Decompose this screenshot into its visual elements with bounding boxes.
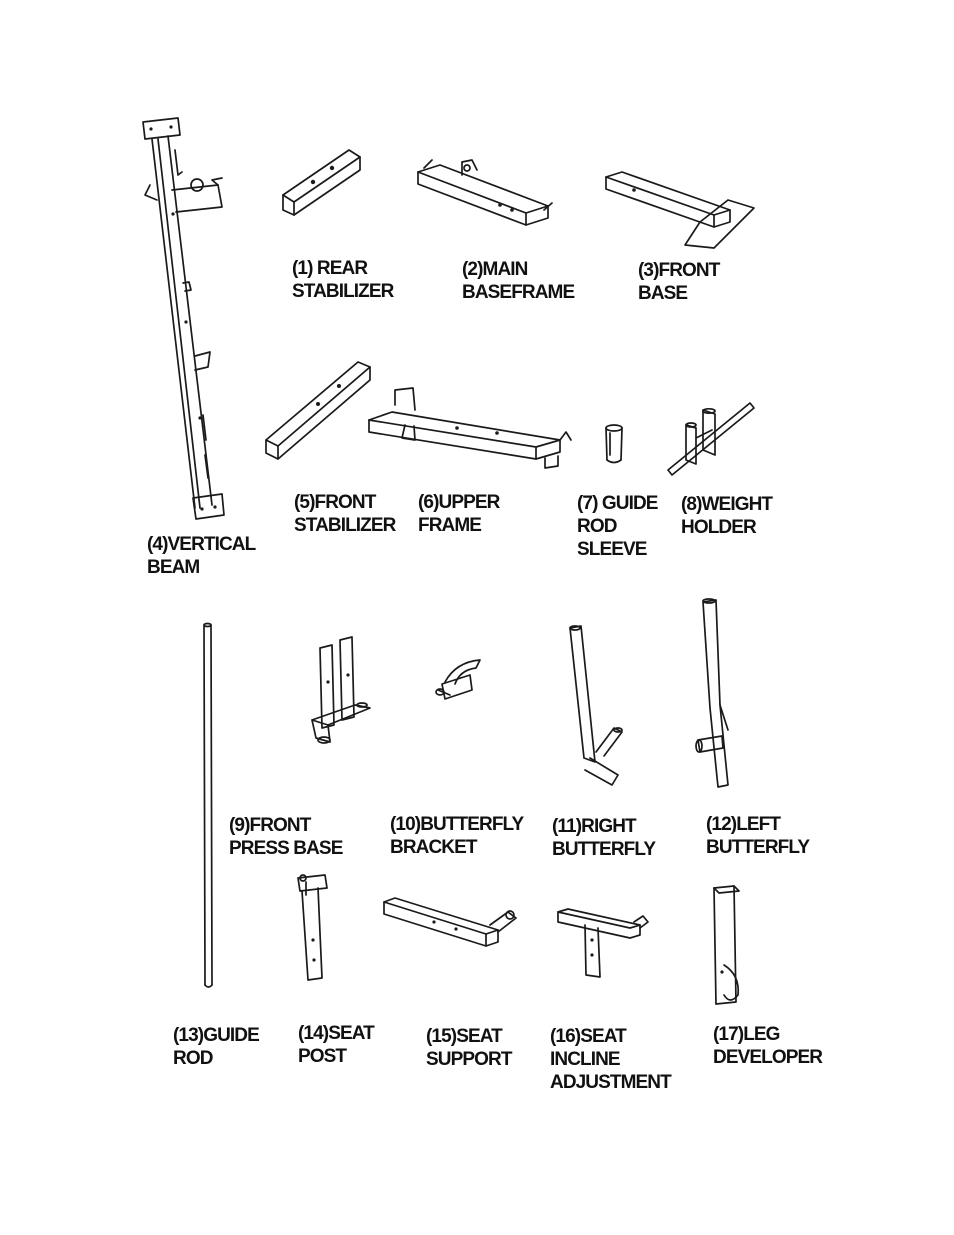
leg-developer-drawing: [713, 885, 740, 1005]
seat-post-drawing: [297, 874, 328, 981]
label-line: PRESS BASE: [229, 838, 343, 859]
label-line: STABILIZER: [294, 515, 396, 536]
label-line: STABILIZER: [292, 281, 394, 302]
label-line: SUPPORT: [426, 1049, 512, 1070]
label-line: SLEEVE: [577, 539, 647, 560]
part-label-left-butterfly: (12)LEFT BUTTERFLY: [706, 813, 810, 859]
label-line: BRACKET: [390, 837, 477, 858]
label-line: DEVELOPER: [713, 1047, 823, 1068]
front-press-base-drawing: [311, 636, 371, 744]
guide-rod-drawing: [203, 622, 213, 988]
vertical-beam-drawing: [142, 117, 225, 520]
label-line: BASE: [638, 283, 688, 304]
label-line: BASEFRAME: [462, 282, 575, 303]
label-line: BUTTERFLY: [706, 837, 810, 858]
label-line: (4)VERTICAL: [147, 534, 256, 555]
label-line: (3)FRONT: [638, 260, 720, 281]
part-label-rear-stabilizer: (1) REAR STABILIZER: [292, 257, 394, 303]
label-line: BEAM: [147, 557, 200, 578]
label-line: (9)FRONT: [229, 815, 311, 836]
label-line: (14)SEAT: [298, 1023, 375, 1044]
weight-holder-drawing: [667, 402, 755, 476]
part-label-front-stabilizer: (5)FRONT STABILIZER: [294, 491, 396, 537]
label-line: (15)SEAT: [426, 1026, 503, 1047]
part-label-seat-post: (14)SEAT POST: [298, 1022, 375, 1068]
label-line: FRAME: [418, 515, 482, 536]
part-label-main-baseframe: (2)MAIN BASEFRAME: [462, 258, 575, 304]
label-line: (8)WEIGHT: [681, 494, 773, 515]
part-label-right-butterfly: (11)RIGHT BUTTERFLY: [552, 815, 656, 861]
label-line: (6)UPPER: [418, 492, 500, 513]
part-label-front-press-base: (9)FRONT PRESS BASE: [229, 814, 343, 860]
front-base-drawing: [605, 171, 755, 249]
label-line: POST: [298, 1046, 347, 1067]
part-label-leg-developer: (17)LEG DEVELOPER: [713, 1023, 823, 1069]
label-line: BUTTERFLY: [552, 839, 656, 860]
part-label-upper-frame: (6)UPPER FRAME: [418, 491, 500, 537]
label-line: (2)MAIN: [462, 259, 528, 280]
label-line: (7) GUIDE: [577, 493, 658, 514]
rear-stabilizer-drawing: [282, 149, 361, 216]
label-line: (16)SEAT: [550, 1026, 627, 1047]
label-line: ROD: [577, 516, 617, 537]
label-line: (1) REAR: [292, 258, 368, 279]
main-baseframe-drawing: [417, 159, 553, 226]
label-line: (5)FRONT: [294, 492, 376, 513]
label-line: ROD: [173, 1048, 213, 1069]
part-label-guide-rod: (13)GUIDE ROD: [173, 1024, 260, 1070]
front-stabilizer-drawing: [265, 361, 371, 460]
seat-incline-adjustment-drawing: [557, 908, 649, 978]
guide-rod-sleeve-drawing: [605, 424, 623, 464]
part-label-weight-holder: (8)WEIGHT HOLDER: [681, 493, 773, 539]
label-line: INCLINE: [550, 1049, 621, 1070]
left-butterfly-drawing: [695, 598, 729, 788]
seat-support-drawing: [383, 897, 517, 947]
label-line: (10)BUTTERFLY: [390, 814, 524, 835]
right-butterfly-drawing: [569, 625, 623, 786]
label-line: (17)LEG: [713, 1024, 780, 1045]
upper-frame-drawing: [368, 387, 572, 469]
part-label-seat-incline-adjustment: (16)SEAT INCLINE ADJUSTMENT: [550, 1025, 672, 1094]
part-label-vertical-beam: (4)VERTICAL BEAM: [147, 533, 256, 579]
part-label-guide-rod-sleeve: (7) GUIDE ROD SLEEVE: [577, 492, 658, 561]
part-label-front-base: (3)FRONT BASE: [638, 259, 720, 305]
label-line: (13)GUIDE: [173, 1025, 260, 1046]
part-label-seat-support: (15)SEAT SUPPORT: [426, 1025, 512, 1071]
label-line: HOLDER: [681, 517, 757, 538]
butterfly-bracket-drawing: [435, 659, 481, 700]
label-line: (11)RIGHT: [552, 816, 637, 837]
label-line: ADJUSTMENT: [550, 1072, 672, 1093]
label-line: (12)LEFT: [706, 814, 781, 835]
part-label-butterfly-bracket: (10)BUTTERFLY BRACKET: [390, 813, 524, 859]
